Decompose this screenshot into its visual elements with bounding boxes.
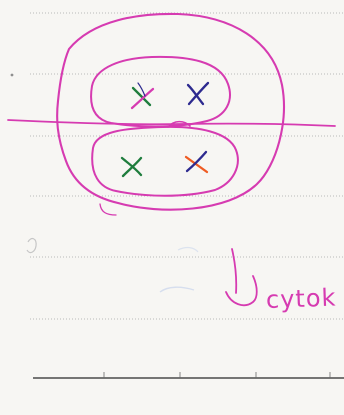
annotation-arrow bbox=[225, 248, 258, 306]
outer-cell-membrane bbox=[56, 12, 285, 211]
bottom-left-green-stroke-b bbox=[121, 156, 143, 178]
top-right-purple-stroke-b bbox=[187, 81, 210, 106]
faint-mark bbox=[177, 246, 199, 253]
top-left-green-stroke bbox=[131, 86, 152, 107]
outline-tail bbox=[99, 203, 117, 216]
division-line bbox=[7, 119, 336, 127]
faint-mark bbox=[26, 237, 37, 254]
bottom-right-orange-stroke bbox=[184, 155, 209, 174]
bottom-left-green-stroke-a bbox=[120, 156, 143, 177]
dot-mark bbox=[10, 73, 14, 77]
top-left-pink-stroke bbox=[130, 87, 155, 110]
faint-background-marks bbox=[10, 73, 199, 293]
arrow-head bbox=[225, 275, 258, 306]
chromosome-marks bbox=[120, 81, 210, 178]
top-left-purple-trace bbox=[137, 82, 146, 97]
cell-outline bbox=[7, 12, 336, 216]
bottom-right-purple-stroke bbox=[185, 150, 208, 173]
page-baseline bbox=[33, 372, 344, 379]
bottom-daughter-cell bbox=[91, 125, 239, 197]
cytokinesis-label: cytok bbox=[265, 283, 337, 314]
cleavage-furrow bbox=[167, 120, 191, 128]
ruled-lines bbox=[30, 12, 344, 320]
arrow-shaft bbox=[231, 248, 238, 294]
faint-mark bbox=[159, 286, 195, 293]
